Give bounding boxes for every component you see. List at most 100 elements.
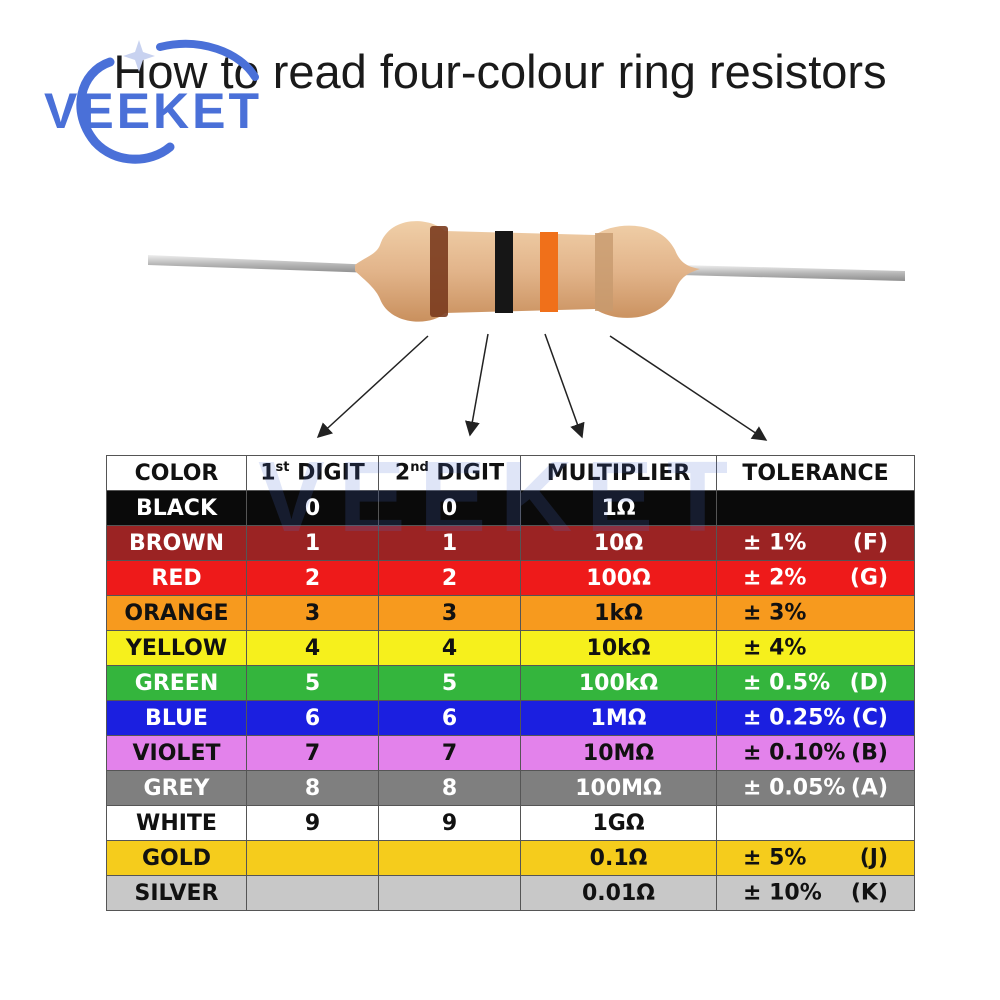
second-digit-cell: 7 [378, 735, 521, 771]
tolerance-cell: ± 1% (F) [716, 525, 915, 561]
resistor-body [355, 221, 700, 322]
table-header-row: COLOR 1st DIGIT 2nd DIGIT MULTIPLIER TOL… [106, 455, 915, 491]
multiplier-cell: 10kΩ [520, 630, 717, 666]
color-name-cell: RED [106, 560, 247, 596]
first-digit-cell [246, 875, 379, 911]
first-digit-cell: 7 [246, 735, 379, 771]
multiplier-cell: 100Ω [520, 560, 717, 596]
multiplier-cell: 1kΩ [520, 595, 717, 631]
table-row: GOLD 0.1Ω± 5%(J) [106, 840, 915, 876]
table-row: SILVER 0.01Ω± 10%(K) [106, 875, 915, 911]
second-digit-cell: 4 [378, 630, 521, 666]
second-digit-cell [378, 840, 521, 876]
header-tolerance: TOLERANCE [716, 455, 915, 491]
color-name-cell: ORANGE [106, 595, 247, 631]
second-digit-cell: 6 [378, 700, 521, 736]
second-digit-cell: 5 [378, 665, 521, 701]
arrow-multiplier [544, 333, 585, 439]
header-color: COLOR [106, 455, 247, 491]
multiplier-cell: 1GΩ [520, 805, 717, 841]
arrow-tolerance [609, 335, 768, 441]
first-digit-cell: 1 [246, 525, 379, 561]
header-first-digit: 1st DIGIT [246, 455, 379, 491]
tolerance-cell: ± 2% (G) [716, 560, 915, 596]
multiplier-cell: 10Ω [520, 525, 717, 561]
multiplier-cell: 1MΩ [520, 700, 717, 736]
tolerance-value: ± 1% [743, 530, 807, 556]
color-name-cell: GOLD [106, 840, 247, 876]
first-digit-cell: 3 [246, 595, 379, 631]
first-digit-cell: 5 [246, 665, 379, 701]
tolerance-value: ± 2% [743, 565, 807, 591]
color-name-cell: WHITE [106, 805, 247, 841]
header-second-digit: 2nd DIGIT [378, 455, 521, 491]
header-multiplier: MULTIPLIER [520, 455, 717, 491]
color-name-cell: BLACK [106, 490, 247, 526]
tolerance-letter-code: (B) [851, 740, 888, 766]
band-1 [430, 226, 448, 317]
tolerance-value: ± 0.05% [743, 775, 846, 801]
color-name-cell: SILVER [106, 875, 247, 911]
tolerance-cell: ± 10%(K) [716, 875, 915, 911]
second-digit-cell [378, 875, 521, 911]
first-digit-cell: 2 [246, 560, 379, 596]
tolerance-value: ± 10% [743, 880, 822, 906]
tolerance-cell [716, 805, 915, 841]
multiplier-cell: 10MΩ [520, 735, 717, 771]
veeket-logo [76, 39, 259, 164]
second-digit-cell: 3 [378, 595, 521, 631]
tolerance-cell: ± 4% [716, 630, 915, 666]
multiplier-cell: 1Ω [520, 490, 717, 526]
color-code-table: COLOR 1st DIGIT 2nd DIGIT MULTIPLIER TOL… [106, 455, 915, 911]
tolerance-letter-code: (G) [849, 565, 888, 591]
band-4 [595, 233, 613, 311]
second-digit-cell: 8 [378, 770, 521, 806]
tolerance-cell: ± 0.05%(A) [716, 770, 915, 806]
tolerance-letter-code: (C) [851, 705, 888, 731]
page-title: How to read four-colour ring resistors [113, 45, 887, 98]
tolerance-letter-code: (A) [850, 775, 888, 801]
band-arrows [316, 333, 768, 441]
arrow-first-digit [316, 335, 429, 439]
second-digit-cell: 1 [378, 525, 521, 561]
tolerance-cell: ± 5%(J) [716, 840, 915, 876]
tolerance-value: ± 3% [743, 600, 807, 626]
tolerance-cell: ± 0.10%(B) [716, 735, 915, 771]
first-digit-cell: 6 [246, 700, 379, 736]
first-digit-cell: 8 [246, 770, 379, 806]
first-digit-cell [246, 840, 379, 876]
color-name-cell: YELLOW [106, 630, 247, 666]
tolerance-cell: ± 0.5% (D) [716, 665, 915, 701]
tolerance-cell [716, 490, 915, 526]
tolerance-value: ± 0.10% [743, 740, 846, 766]
second-digit-cell: 0 [378, 490, 521, 526]
tolerance-cell: ± 0.25%(C) [716, 700, 915, 736]
tolerance-value: ± 0.5% [743, 670, 831, 696]
multiplier-cell: 0.1Ω [520, 840, 717, 876]
band-3 [540, 232, 558, 312]
right-lead [680, 265, 905, 281]
arrow-second-digit [464, 333, 489, 437]
multiplier-cell: 0.01Ω [520, 875, 717, 911]
multiplier-cell: 100kΩ [520, 665, 717, 701]
tolerance-letter-code: (F) [852, 530, 888, 556]
tolerance-letter-code: (D) [849, 670, 888, 696]
second-digit-cell: 9 [378, 805, 521, 841]
tolerance-value: ± 4% [743, 635, 807, 661]
second-digit-cell: 2 [378, 560, 521, 596]
color-name-cell: GREY [106, 770, 247, 806]
resistor-illustration [148, 221, 905, 322]
first-digit-cell: 9 [246, 805, 379, 841]
color-name-cell: BROWN [106, 525, 247, 561]
color-name-cell: BLUE [106, 700, 247, 736]
logo-text: VEEKET [44, 83, 263, 139]
multiplier-cell: 100MΩ [520, 770, 717, 806]
